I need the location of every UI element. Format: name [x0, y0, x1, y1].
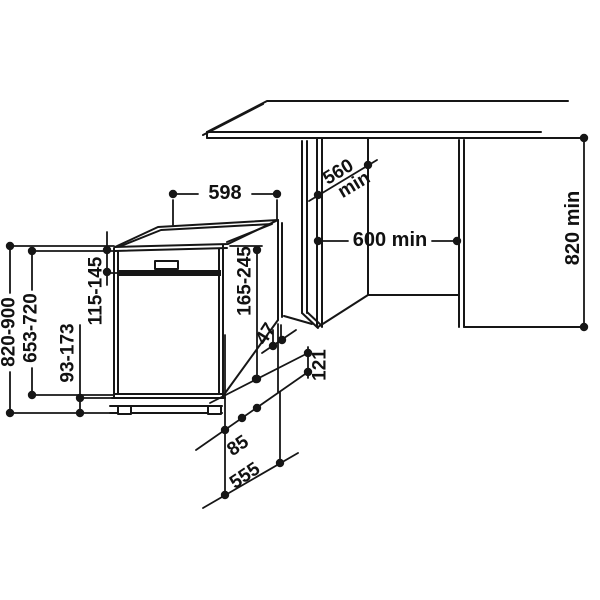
label-820-900: 820-900 — [0, 297, 20, 367]
plinth — [109, 397, 226, 415]
label-115-145: 115-145 — [86, 256, 107, 325]
dim-niche-width-600: 600 min — [313, 229, 462, 251]
dim-niche-depth-560: 560 min — [308, 155, 378, 203]
dim-plinth-93-173: 93-173 — [58, 323, 119, 418]
label-93-173: 93-173 — [58, 323, 79, 382]
dim-115-145: 115-145 — [86, 231, 118, 325]
dishwasher-front — [113, 244, 224, 398]
dishwasher-side — [222, 219, 283, 397]
label-555: 555 — [226, 458, 264, 493]
dim-653-720: 653-720 — [21, 246, 115, 400]
dishwasher — [109, 219, 283, 415]
control-panel-band — [117, 270, 221, 276]
handle — [154, 260, 179, 270]
countertop — [202, 100, 585, 139]
label-85: 85 — [223, 431, 253, 460]
label-653-720: 653-720 — [21, 293, 42, 363]
foot-right — [207, 405, 222, 415]
dim-niche-height-820: 820 min — [562, 133, 589, 332]
label-600-min: 600 min — [353, 229, 427, 251]
dim-121: 121 — [195, 323, 331, 451]
dim-overall-height-820-900: 820-900 — [0, 241, 115, 418]
label-165-245: 165-245 — [235, 246, 256, 316]
label-598: 598 — [208, 182, 241, 204]
dim-top-width-598: 598 — [168, 182, 282, 226]
right-cabinet-panel — [458, 139, 585, 328]
label-820-min: 820 min — [562, 191, 584, 265]
label-121: 121 — [310, 349, 331, 381]
foot-left — [117, 405, 132, 415]
